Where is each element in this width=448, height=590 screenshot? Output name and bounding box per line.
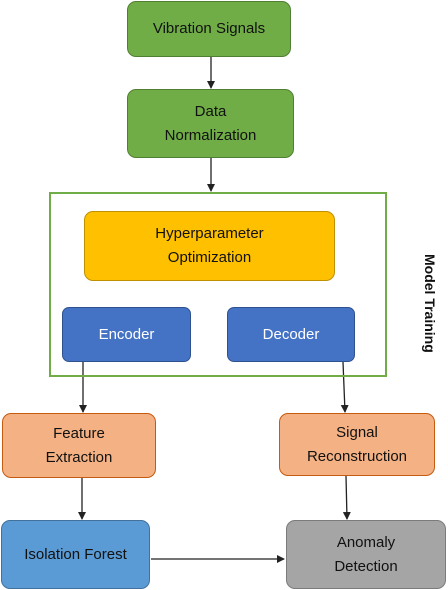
signal-reconstruction-node: Signal Reconstruction [279, 413, 435, 476]
anomaly-detection-node: Anomaly Detection [286, 520, 446, 589]
model-training-label: Model Training [422, 254, 438, 353]
decoder-node: Decoder [227, 307, 355, 362]
arrow-signal-reconstruction-to-anomaly-detection [342, 475, 351, 520]
feature-extraction-node: Feature Extraction [2, 413, 156, 478]
vibration-signals-node: Vibration Signals [127, 1, 291, 57]
hyperparameter-optimization-node: Hyperparameter Optimization [84, 211, 335, 281]
encoder-node: Encoder [62, 307, 191, 362]
data-normalization-node: Data Normalization [127, 89, 294, 158]
isolation-forest-node: Isolation Forest [1, 520, 150, 589]
model-training-group [49, 192, 387, 377]
